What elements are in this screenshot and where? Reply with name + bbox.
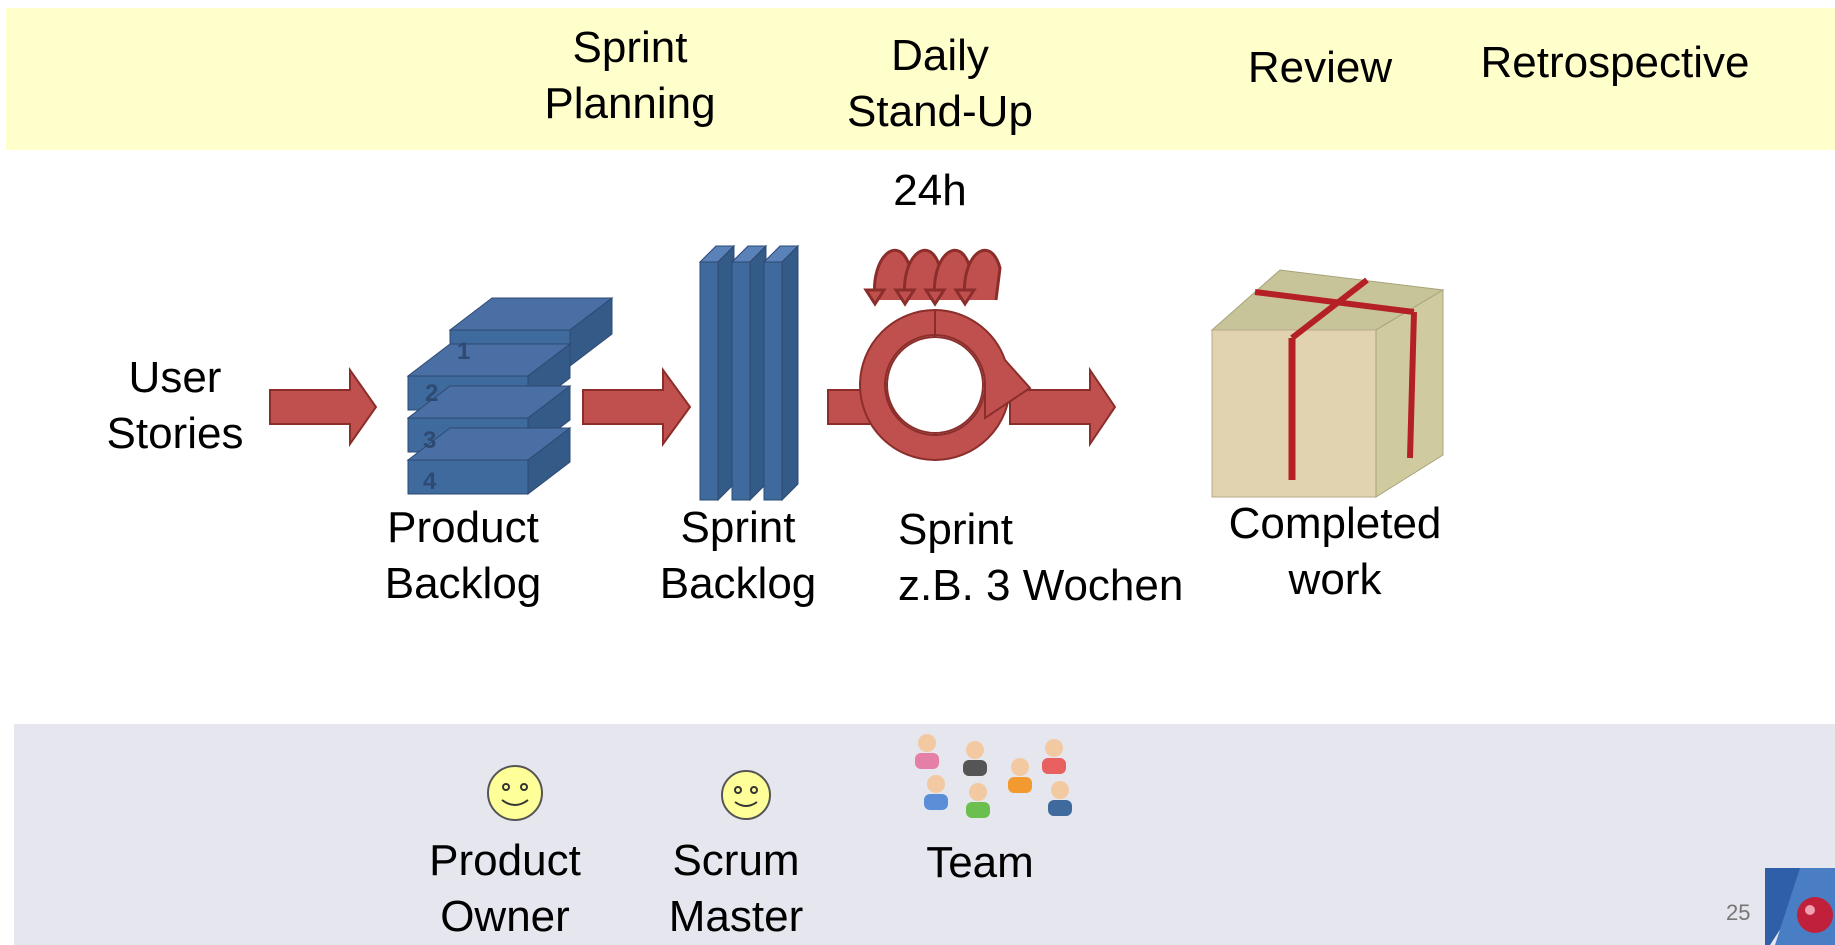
- phase-review: Review: [1247, 43, 1393, 92]
- cycle-hours-label: 24h: [893, 166, 967, 215]
- backlog-number-1: 1: [457, 338, 471, 365]
- product-owner-smiley-icon: [487, 765, 543, 821]
- team-label: Team: [926, 838, 1034, 887]
- backlog-number-4: 4: [423, 468, 437, 495]
- phases-band: [6, 8, 1835, 150]
- sprint-label: Sprint z.B. 3 Wochen: [898, 505, 1184, 610]
- completed-work-box: [1210, 269, 1445, 498]
- scrum-master-smiley-icon: [721, 770, 771, 820]
- sprint-cycle-arrow: [859, 308, 1032, 461]
- product-backlog-label: Product Backlog: [384, 503, 542, 608]
- flow-arrow-2: [582, 366, 692, 448]
- completed-work-label: Completed work: [1228, 499, 1442, 604]
- backlog-number-3: 3: [423, 427, 437, 454]
- product-owner-label: Product Owner: [429, 836, 581, 941]
- phase-daily-standup: Daily Stand-Up: [847, 31, 1033, 136]
- product-backlog-stack: [406, 296, 614, 496]
- phase-retrospective: Retrospective: [1480, 38, 1750, 87]
- sprint-backlog-label: Sprint Backlog: [659, 503, 817, 608]
- phase-sprint-planning: Sprint Planning: [544, 23, 716, 128]
- backlog-number-2: 2: [425, 380, 439, 407]
- flow-arrow-4: [1009, 366, 1117, 448]
- sprint-backlog-slabs: [698, 244, 800, 502]
- scrum-master-label: Scrum Master: [668, 836, 804, 941]
- user-stories-label: User Stories: [106, 353, 244, 458]
- page-number: 25: [1726, 900, 1751, 925]
- daily-loops: [863, 248, 1002, 307]
- team-people-icon: [915, 734, 1072, 818]
- flow-arrow-1: [269, 366, 378, 448]
- logo-icon: [1765, 868, 1835, 945]
